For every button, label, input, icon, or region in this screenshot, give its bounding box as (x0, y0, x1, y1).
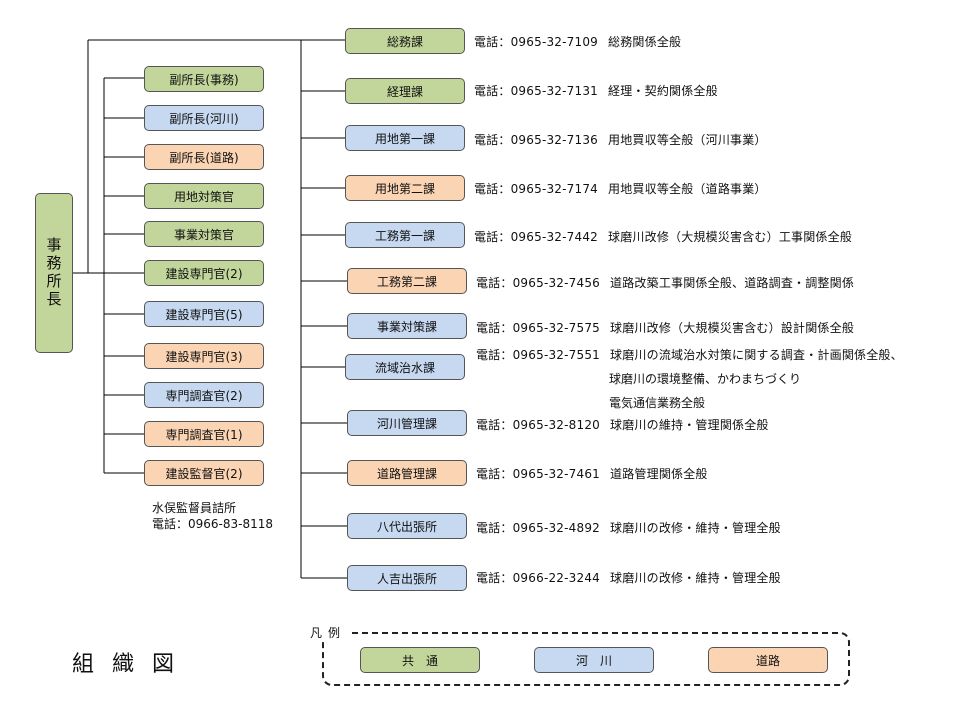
dept-info: 電話：0965-32-7442 球磨川改修（大規模災害含む）工事関係全般 (474, 228, 852, 245)
hitoyoshi-office-box: 人吉出張所 (347, 565, 467, 591)
unit-label: 建設監督官(2) (165, 466, 243, 481)
legend-label: 凡例 (306, 624, 351, 641)
legend-item-label: 共 通 (401, 653, 438, 668)
dept-duty: 球磨川の環境整備、かわまちづくり (609, 372, 802, 386)
dept-info: 電話：0965-32-7136 用地買収等全般（河川事業） (474, 131, 767, 148)
dept-phone: 電話：0965-32-7456 (476, 276, 601, 290)
dept-info: 電話：0965-32-7575 球磨川改修（大規模災害含む）設計関係全般 (476, 319, 854, 336)
dept-info: 電話：0965-32-7461 道路管理関係全般 (476, 465, 708, 482)
director-box: 事務所長 (35, 193, 73, 353)
dept-duty: 総務関係全般 (608, 35, 682, 49)
unit-label: 建設専門官(3) (165, 349, 243, 364)
dept-label: 経理課 (386, 84, 423, 99)
dept-phone: 電話：0965-32-8120 (476, 418, 601, 432)
dept-duty: 道路改築工事関係全般、道路調査・調整関係 (610, 276, 855, 290)
general-affairs-box: 総務課 (345, 28, 465, 54)
unit-label: 専門調査官(1) (165, 427, 243, 442)
dept-info: 電話：0965-32-7131 経理・契約関係全般 (474, 82, 718, 99)
dept-label: 事業対策課 (376, 319, 437, 334)
accounting-box: 経理課 (345, 78, 465, 104)
legend-road: 道路 (708, 647, 828, 673)
dept-phone: 電話：0965-32-4892 (476, 521, 601, 535)
unit-label: 建設専門官(2) (165, 266, 243, 281)
river-management-box: 河川管理課 (347, 410, 467, 436)
dept-label: 工務第一課 (374, 228, 435, 243)
dept-label: 工務第二課 (376, 274, 437, 289)
deputy-river-box: 副所長(河川) (144, 105, 264, 131)
dept-duty: 電気通信業務全般 (609, 396, 706, 410)
legend-frame (322, 632, 850, 686)
project-countermeasure-officer-box: 事業対策官 (144, 221, 264, 247)
engineering-2-box: 工務第二課 (347, 268, 467, 294)
research-specialist-1-box: 専門調査官(1) (144, 421, 264, 447)
dept-phone: 電話：0966-22-3244 (476, 571, 601, 585)
project-countermeasure-box: 事業対策課 (347, 313, 467, 339)
dept-label: 用地第一課 (374, 131, 435, 146)
deputy-admin-box: 副所長(事務) (144, 66, 264, 92)
legend-item-label: 河 川 (575, 653, 612, 668)
dept-duty: 経理・契約関係全般 (608, 84, 718, 98)
yatsushiro-office-box: 八代出張所 (347, 513, 467, 539)
dept-duty: 用地買収等全般（河川事業） (608, 133, 767, 147)
minamata-office-name: 水俣監督員詰所 (152, 501, 237, 515)
dept-info: 電話：0965-32-8120 球磨川の維持・管理関係全般 (476, 416, 769, 433)
dept-label: 流域治水課 (374, 360, 435, 375)
dept-info: 電話：0965-32-7551 球磨川の流域治水対策に関する調査・計画関係全般、 (476, 346, 903, 363)
dept-info: 電話：0965-32-4892 球磨川の改修・維持・管理全般 (476, 519, 781, 536)
dept-duty: 球磨川の改修・維持・管理全般 (610, 521, 781, 535)
director-label: 事務所長 (44, 237, 63, 309)
dept-label: 道路管理課 (376, 466, 437, 481)
unit-label: 用地対策官 (173, 189, 234, 204)
dept-phone: 電話：0965-32-7575 (476, 321, 601, 335)
dept-duty: 用地買収等全般（道路事業） (608, 182, 767, 196)
dept-duty: 球磨川の流域治水対策に関する調査・計画関係全般、 (610, 348, 903, 362)
minamata-office-phone: 電話：0966-83-8118 (152, 517, 274, 531)
dept-info: 電話：0965-32-7174 用地買収等全般（道路事業） (474, 180, 767, 197)
dept-duty: 道路管理関係全般 (610, 467, 708, 481)
land-1-box: 用地第一課 (345, 125, 465, 151)
dept-duty: 球磨川の維持・管理関係全般 (610, 418, 769, 432)
construction-specialist-3-box: 建設専門官(3) (144, 343, 264, 369)
basin-flood-control-box: 流域治水課 (345, 354, 465, 380)
legend-river: 河 川 (534, 647, 654, 673)
dept-phone: 電話：0965-32-7461 (476, 467, 601, 481)
deputy-road-box: 副所長(道路) (144, 144, 264, 170)
dept-label: 河川管理課 (376, 416, 437, 431)
dept-phone: 電話：0965-32-7174 (474, 182, 599, 196)
dept-info: 電話：0965-32-7456 道路改築工事関係全般、道路調査・調整関係 (476, 274, 854, 291)
road-management-box: 道路管理課 (347, 460, 467, 486)
dept-phone: 電話：0965-32-7442 (474, 230, 599, 244)
unit-label: 副所長(河川) (169, 111, 239, 126)
dept-info: 電話：0966-22-3244 球磨川の改修・維持・管理全般 (476, 569, 781, 586)
construction-specialist-5-box: 建設専門官(5) (144, 301, 264, 327)
dept-phone: 電話：0965-32-7551 (476, 348, 601, 362)
legend-common: 共 通 (360, 647, 480, 673)
dept-label: 八代出張所 (376, 519, 437, 534)
dept-duty: 球磨川改修（大規模災害含む）設計関係全般 (610, 321, 855, 335)
construction-specialist-2-box: 建設専門官(2) (144, 260, 264, 286)
dept-label: 人吉出張所 (376, 571, 437, 586)
unit-label: 副所長(事務) (169, 72, 239, 87)
dept-phone: 電話：0965-32-7136 (474, 133, 599, 147)
dept-phone: 電話：0965-32-7109 (474, 35, 599, 49)
construction-supervisor-box: 建設監督官(2) (144, 460, 264, 486)
engineering-1-box: 工務第一課 (345, 222, 465, 248)
dept-label: 用地第二課 (374, 181, 435, 196)
legend-item-label: 道路 (755, 653, 780, 668)
dept-phone: 電話：0965-32-7131 (474, 84, 599, 98)
unit-label: 建設専門官(5) (165, 307, 243, 322)
dept-duty: 球磨川改修（大規模災害含む）工事関係全般 (608, 230, 853, 244)
dept-label: 総務課 (386, 34, 423, 49)
unit-label: 事業対策官 (173, 227, 234, 242)
research-specialist-2-box: 専門調査官(2) (144, 382, 264, 408)
land-countermeasure-officer-box: 用地対策官 (144, 183, 264, 209)
unit-label: 副所長(道路) (169, 150, 239, 165)
page-title: 組織図 (72, 652, 193, 677)
unit-label: 専門調査官(2) (165, 388, 243, 403)
dept-duty: 球磨川の改修・維持・管理全般 (610, 571, 781, 585)
land-2-box: 用地第二課 (345, 175, 465, 201)
dept-info: 電話：0965-32-7109 総務関係全般 (474, 33, 681, 50)
